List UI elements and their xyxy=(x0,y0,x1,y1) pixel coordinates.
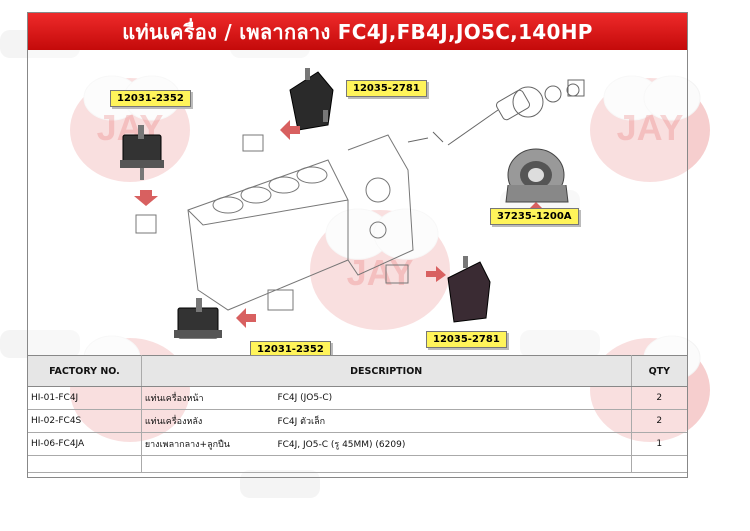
part-callout-center-bearing: 37235-1200A xyxy=(490,208,579,225)
parts-diagram: 12031-2352 12035-2781 37235-1200A 12035-… xyxy=(28,50,687,358)
cell-part-spec: FC4J (JO5-C) xyxy=(274,386,632,410)
cell-part-name: แท่นเครื่องหลัง xyxy=(141,409,275,433)
front-mount-bottom-drawing xyxy=(174,298,222,339)
table-header-row: FACTORY NO. DESCRIPTION QTY xyxy=(28,355,687,387)
header-factory-no: FACTORY NO. xyxy=(28,355,142,387)
cell-part-spec: FC4J ตัวเล็ก xyxy=(274,409,632,433)
cell-factory-no: HI-02-FC4S xyxy=(28,409,142,433)
header-qty: QTY xyxy=(631,355,687,387)
cell-empty xyxy=(141,455,275,473)
cell-part-spec: FC4J, JO5-C (รู 45MM) (6209) xyxy=(274,432,632,456)
page-title: แท่นเครื่อง / เพลากลาง FC4J,FB4J,JO5C,14… xyxy=(28,13,687,50)
part-callout-rear-mount-bottom: 12035-2781 xyxy=(426,331,507,348)
part-callout-rear-mount-top: 12035-2781 xyxy=(346,80,427,97)
part-callout-front-mount-top: 12031-2352 xyxy=(110,90,191,107)
parts-sheet: แท่นเครื่อง / เพลากลาง FC4J,FB4J,JO5C,14… xyxy=(27,12,688,478)
cell-factory-no: HI-06-FC4JA xyxy=(28,432,142,456)
cell-qty: 1 xyxy=(631,432,687,456)
cell-empty xyxy=(28,455,142,473)
bracket-drawings xyxy=(135,134,409,311)
watermark-logo-text: JAY xyxy=(617,107,684,148)
table-row: HI-02-FC4S แท่นเครื่องหลัง FC4J ตัวเล็ก … xyxy=(28,409,687,433)
engine-block-drawing xyxy=(187,134,414,311)
propeller-shaft-parts-drawing xyxy=(407,79,585,146)
cell-qty: 2 xyxy=(631,409,687,433)
cell-part-name: ยางเพลากลาง+ลูกปืน xyxy=(141,432,275,456)
cell-qty: 2 xyxy=(631,386,687,410)
parts-table: FACTORY NO. DESCRIPTION QTY HI-01-FC4J แ… xyxy=(28,355,687,473)
table-row: HI-06-FC4JA ยางเพลากลาง+ลูกปืน FC4J, JO5… xyxy=(28,432,687,456)
front-mount-top-drawing xyxy=(120,125,164,180)
header-description: DESCRIPTION xyxy=(141,355,632,387)
table-row: HI-01-FC4J แท่นเครื่องหน้า FC4J (JO5-C) … xyxy=(28,386,687,410)
cell-empty xyxy=(274,455,632,473)
center-bearing-drawing xyxy=(505,148,569,203)
exploded-view-drawing xyxy=(120,68,585,339)
rear-mount-bottom-drawing xyxy=(447,256,491,323)
cell-part-name: แท่นเครื่องหน้า xyxy=(141,386,275,410)
cell-factory-no: HI-01-FC4J xyxy=(28,386,142,410)
watermark-logo-text: JAY xyxy=(347,252,414,293)
rear-mount-top-drawing xyxy=(289,68,334,131)
cell-empty xyxy=(631,455,687,473)
table-row-empty xyxy=(28,455,687,473)
